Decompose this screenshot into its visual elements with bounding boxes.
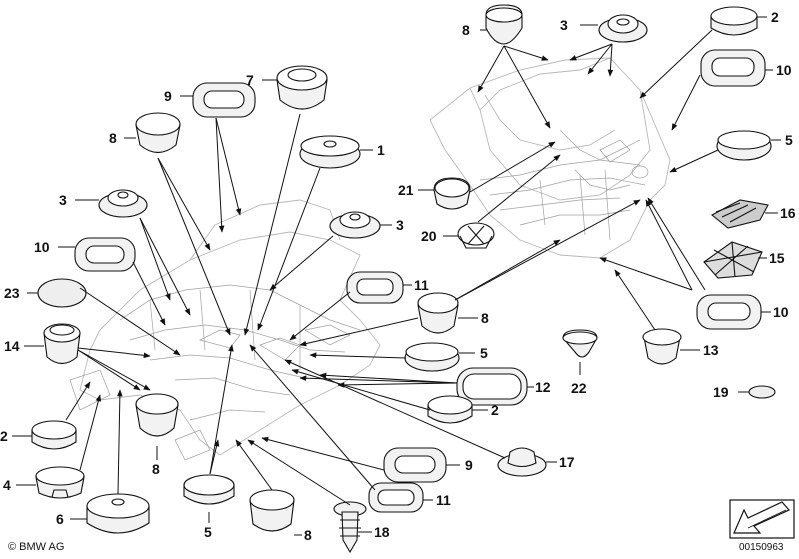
part-18-push-clip (333, 501, 367, 554)
callout-10: 10 (776, 62, 792, 78)
callout-3: 3 (396, 217, 404, 233)
part-9-oval-grommet-top (192, 82, 256, 118)
callout-16: 16 (780, 205, 796, 221)
callout-3: 3 (59, 192, 67, 208)
callout-5: 5 (480, 345, 488, 361)
callout-2: 2 (491, 402, 499, 418)
callout-10: 10 (34, 239, 50, 255)
part-10-oval-grommet-top (700, 49, 766, 87)
part-4-cap (35, 466, 85, 499)
part-11-oval-grommet-centre (346, 271, 404, 304)
callout-8: 8 (462, 22, 470, 38)
callout-22: 22 (571, 380, 587, 396)
part-20-clip (457, 222, 495, 249)
callout-11: 11 (414, 277, 429, 293)
callout-11: 11 (436, 492, 451, 508)
callout-9: 9 (164, 88, 172, 104)
callout-8: 8 (152, 461, 160, 477)
part-2-plug-left (31, 420, 77, 450)
callout-5: 5 (204, 524, 212, 540)
callout-4: 4 (3, 477, 11, 493)
callout-13: 13 (703, 342, 719, 358)
part-8-plug-left-top (135, 112, 181, 154)
callout-8: 8 (109, 130, 117, 146)
callout-19: 19 (713, 384, 729, 400)
callout-17: 17 (559, 454, 575, 470)
callout-15: 15 (769, 250, 785, 266)
callout-1: 1 (377, 142, 385, 158)
leader-lines (65, 29, 719, 506)
view-direction-arrow-icon (729, 499, 795, 539)
part-19-washer (748, 385, 776, 399)
part-8-plug-bottom (249, 489, 295, 532)
part-21-cap (433, 177, 471, 210)
car-body-right (429, 57, 671, 259)
copyright-text: © BMW AG (8, 541, 65, 553)
part-3-grommet-centre (329, 211, 381, 239)
callout-labels: 8 3 2 10 5 16 15 10 13 22 19 21 20 9 7 8… (0, 9, 796, 543)
part-1-grommet (299, 135, 361, 169)
part-9-oval-grommet-bottom (383, 447, 447, 483)
callout-5: 5 (785, 132, 793, 148)
callout-9: 9 (465, 457, 473, 473)
part-14-plug (43, 323, 81, 365)
callout-ticks (12, 16, 781, 536)
part-2-plug-centre (427, 395, 473, 424)
callout-12: 12 (535, 379, 551, 395)
part-6-plug (86, 493, 150, 534)
document-number: 00150963 (739, 542, 784, 553)
part-8-plug-top (485, 4, 523, 45)
part-13-plug (642, 328, 682, 365)
callout-21: 21 (398, 182, 414, 198)
part-16-pad (711, 199, 769, 229)
part-5-plug-centre (404, 342, 460, 372)
part-5-plug-right (716, 130, 772, 161)
part-12-oval-plate (456, 367, 528, 406)
part-8-plug-left-mid (135, 393, 179, 437)
part-3-grommet-top (598, 14, 648, 43)
part-11-oval-grommet-bottom (368, 482, 424, 513)
part-5-plug-bottom (183, 474, 235, 505)
callout-8: 8 (481, 310, 489, 326)
callout-18: 18 (374, 524, 390, 540)
callout-10: 10 (773, 304, 789, 320)
part-3-grommet-left (98, 189, 148, 218)
callout-2: 2 (771, 9, 779, 25)
part-15-mat (703, 241, 763, 279)
part-7-plug (276, 65, 328, 110)
part-2-plug-top-right (710, 6, 758, 36)
callout-7: 7 (246, 72, 254, 88)
callout-14: 14 (4, 338, 20, 354)
part-17-plug (497, 447, 547, 477)
callout-8: 8 (304, 527, 312, 543)
callout-23: 23 (4, 285, 20, 301)
part-10-oval-grommet-left (74, 237, 136, 272)
part-10-oval-grommet-right (696, 294, 762, 330)
callout-3: 3 (560, 17, 568, 33)
part-8-plug-centre (417, 292, 459, 334)
callout-6: 6 (56, 511, 64, 527)
callout-20: 20 (421, 228, 437, 244)
part-23-disc (37, 278, 87, 308)
part-22-clip (562, 329, 598, 358)
callout-2: 2 (0, 428, 8, 444)
